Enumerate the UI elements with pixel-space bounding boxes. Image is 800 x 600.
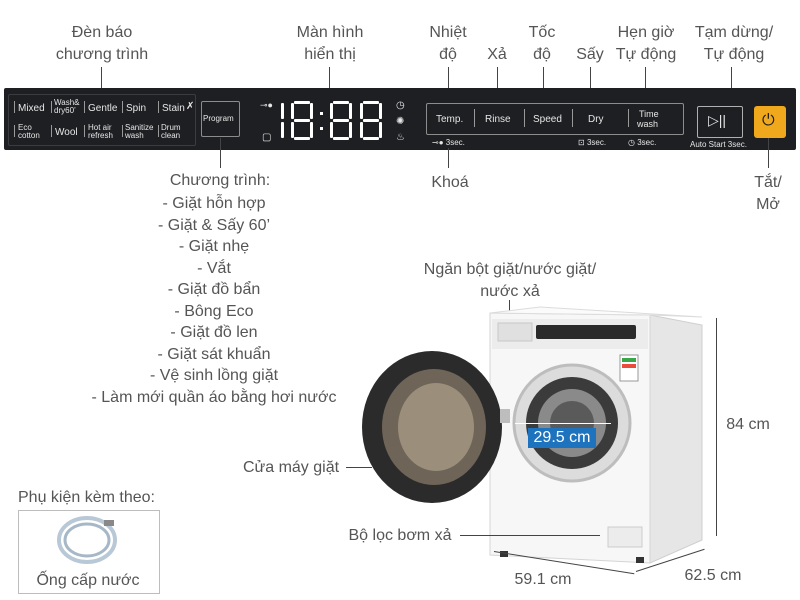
panel-program-hotair: Hot air — [88, 123, 112, 132]
power-leader — [768, 138, 769, 168]
panel-program-eco: Eco — [18, 123, 32, 132]
panel-program-sanitize-2: wash — [125, 131, 144, 140]
temp-button[interactable]: Temp. — [436, 114, 464, 125]
stain-icon: ✗ — [186, 101, 195, 112]
panel-program-wool: Wool — [55, 127, 78, 138]
inner-diameter-value: 29.5 cm — [533, 429, 591, 446]
dry-label: Sấy — [576, 46, 604, 63]
clock-icon: ◷ — [396, 100, 405, 111]
power-button[interactable] — [754, 106, 786, 138]
panel-program-drum-2: clean — [161, 131, 181, 140]
dry-hint: ⊡ 3sec. — [578, 138, 607, 147]
panel-program-stain: Stain — [162, 103, 185, 114]
width-value: 59.1 cm — [514, 571, 572, 588]
program-item: - Giặt đồ len — [170, 324, 258, 341]
program-area — [8, 94, 196, 146]
programs-list: - Giặt hỗn hợp - Giặt & Sấy 60’ - Giặt n… — [84, 193, 344, 408]
speed-button[interactable]: Speed — [533, 114, 562, 125]
program-button[interactable] — [201, 101, 240, 137]
program-item: - Giặt nhẹ — [178, 238, 250, 255]
inner-diameter-badge — [528, 428, 596, 448]
lock-icon: ▢ — [262, 132, 272, 143]
programs-title: Chương trình: — [169, 172, 271, 189]
panel-program-sanitize: Sanitize — [125, 123, 154, 132]
option-buttons-group — [426, 103, 684, 135]
power-icon: ⏻ — [762, 112, 775, 129]
program-button-leader — [220, 138, 221, 168]
program-item: - Giặt sát khuẩn — [157, 345, 271, 363]
auto-start-hint: Auto Start 3sec. — [690, 140, 747, 149]
play-pause-icon: ▷|| — [708, 112, 727, 128]
panel-program-hotair-2: refresh — [88, 131, 113, 140]
pause-label: Tạm dừng/Tự động — [694, 24, 774, 63]
lock-label: Khoá — [431, 174, 469, 191]
sun-icon: ✺ — [396, 116, 405, 127]
time-wash-button-2: wash — [637, 119, 659, 129]
rinse-leader — [497, 67, 498, 103]
timer-hint: ◷ 3sec. — [628, 138, 657, 147]
rinse-label: Xả — [487, 46, 507, 63]
accessory-item-label: Ống cấp nước — [36, 572, 140, 589]
display-digits — [276, 100, 388, 142]
panel-program-drum: Drum — [161, 123, 181, 132]
filter-leader — [460, 535, 600, 536]
program-light-leader — [101, 67, 102, 88]
panel-program-gentle: Gentle — [88, 103, 118, 114]
panel-program-washdry-2: dry60’ — [54, 106, 76, 115]
height-value: 84 cm — [726, 416, 770, 433]
steam-icon: ♨ — [396, 132, 405, 143]
height-dimension-line — [716, 318, 717, 536]
timer-leader — [645, 67, 646, 103]
temp-leader — [448, 67, 449, 103]
program-item: - Làm mới quần áo bằng hơi nước — [91, 388, 337, 406]
accessory-title: Phụ kiện kèm theo: — [18, 489, 155, 506]
panel-program-washdry: Wash& — [54, 98, 80, 107]
program-item: - Vắt — [197, 259, 231, 277]
power-label: Tắt/Mở — [754, 174, 782, 213]
program-item: - Bông Eco — [174, 302, 254, 320]
door-leader — [346, 467, 372, 468]
key-icon: ⊸● — [260, 100, 273, 110]
time-wash-button[interactable]: Time — [639, 109, 659, 119]
program-item: - Vệ sinh lồng giặt — [149, 367, 279, 384]
water-hose-icon — [57, 516, 117, 564]
program-button-label: Program — [203, 114, 234, 123]
speed-leader — [543, 67, 544, 103]
depth-value: 62.5 cm — [684, 567, 742, 584]
dry-button[interactable]: Dry — [588, 114, 604, 125]
display-screen: ⊸● ▢ — [254, 96, 414, 144]
panel-program-eco-2: cotton — [18, 131, 40, 140]
control-panel: Mixed Wash& dry60’ Gentle Spin Stain ✗ E… — [4, 88, 796, 150]
panel-program-mixed: Mixed — [18, 103, 45, 114]
lock-leader — [448, 148, 449, 168]
filter-label: Bộ lọc bơm xả — [348, 527, 452, 544]
program-item: - Giặt hỗn hợp — [162, 195, 266, 212]
detergent-label: Ngăn bột giặt/nước giặt/nước xả — [423, 261, 597, 300]
door-label: Cửa máy giặt — [242, 459, 340, 476]
rinse-button[interactable]: Rinse — [485, 114, 511, 125]
program-item: - Giặt & Sấy 60’ — [157, 216, 271, 234]
accessory-box — [18, 510, 160, 594]
pause-leader — [731, 67, 732, 107]
panel-program-spin: Spin — [126, 103, 147, 114]
start-pause-button[interactable] — [697, 106, 743, 138]
program-item: - Giặt đồ bẩn — [167, 281, 261, 298]
display-leader — [329, 67, 330, 96]
inner-diameter-line — [515, 423, 611, 424]
dry-leader — [590, 67, 591, 103]
lock-hint: ⊸● 3sec. — [432, 138, 465, 147]
